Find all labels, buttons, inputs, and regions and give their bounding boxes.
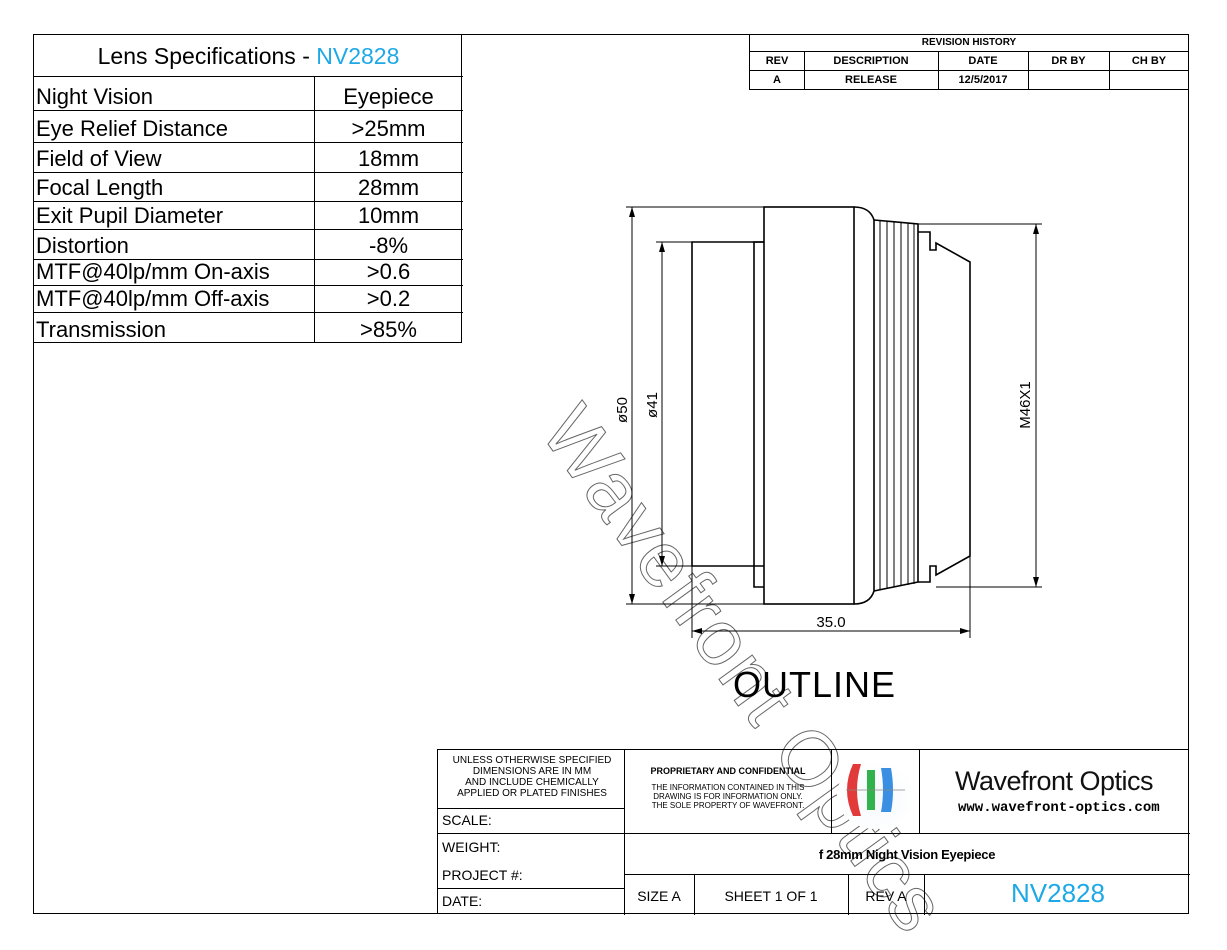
tb-line <box>694 874 695 915</box>
spec-row: Transmission >85% <box>34 313 463 343</box>
tb-proprietary-title: PROPRIETARY AND CONFIDENTIAL <box>650 766 806 776</box>
revision-col-description: DESCRIPTION <box>833 55 909 67</box>
tb-line <box>831 750 832 833</box>
spec-title: Lens Specifications - NV2828 <box>34 35 463 77</box>
tb-line <box>919 750 920 833</box>
spec-row: Distortion -8% <box>34 230 463 260</box>
spec-label: Distortion <box>36 233 129 258</box>
revision-cell-date: 12/5/2017 <box>958 74 1008 86</box>
tb-size: SIZE A <box>637 888 681 904</box>
spec-value: 10mm <box>357 203 420 228</box>
spec-label: Field of View <box>36 146 162 171</box>
tb-line <box>438 888 624 889</box>
tb-sheet: SHEET 1 OF 1 <box>724 888 818 904</box>
spec-value: 18mm <box>357 146 420 171</box>
tb-line <box>848 874 849 915</box>
outline-label: OUTLINE <box>733 664 897 705</box>
spec-label: Eye Relief Distance <box>36 116 228 141</box>
tb-line <box>438 833 1190 834</box>
tb-date: DATE: <box>442 893 483 909</box>
spec-row: Exit Pupil Diameter 10mm <box>34 202 463 230</box>
tb-scale: SCALE: <box>442 812 492 828</box>
revision-divider <box>750 70 1188 71</box>
spec-value: >0.2 <box>366 286 411 311</box>
tb-project: PROJECT #: <box>442 867 523 883</box>
spec-table: Lens Specifications - NV2828 Night Visio… <box>33 34 463 343</box>
tb-proprietary-text: THE INFORMATION CONTAINED IN THIS DRAWIN… <box>626 783 830 810</box>
spec-value: -8% <box>368 233 409 258</box>
tb-proprietary-line: DRAWING IS FOR INFORMATION ONLY. <box>653 792 803 801</box>
spec-label: Focal Length <box>36 175 164 200</box>
spec-title-text: Lens Specifications - <box>97 43 317 69</box>
revision-col-line <box>804 52 805 90</box>
revision-cell-rev: A <box>773 74 781 86</box>
spec-label: MTF@40lp/mm Off-axis <box>36 286 270 311</box>
tb-notes: UNLESS OTHERWISE SPECIFIED DIMENSIONS AR… <box>442 755 622 799</box>
revision-col-chby: CH BY <box>1131 55 1167 67</box>
tb-weight: WEIGHT: <box>442 839 501 855</box>
spec-value: Eyepiece <box>343 84 434 109</box>
brand-website: www.wavefront-optics.com <box>958 800 1160 816</box>
spec-row: Eye Relief Distance >25mm <box>34 111 463 143</box>
revision-header: REVISION HISTORY <box>750 34 1188 52</box>
tb-line <box>624 750 625 915</box>
title-block: UNLESS OTHERWISE SPECIFIED DIMENSIONS AR… <box>437 749 1190 915</box>
tb-part-title: f 28mm Night Vision Eyepiece <box>818 847 996 862</box>
spec-label: Night Vision <box>36 84 153 109</box>
tb-line <box>438 808 624 809</box>
revision-col-line <box>1028 52 1029 90</box>
spec-value: >25mm <box>351 116 426 141</box>
spec-row: MTF@40lp/mm Off-axis >0.2 <box>34 286 463 313</box>
tb-note-line: APPLIED OR PLATED FINISHES <box>457 788 607 799</box>
tb-line <box>624 874 1190 875</box>
tb-part-number: NV2828 <box>1011 878 1105 908</box>
revision-col-drby: DR BY <box>1051 55 1086 67</box>
revision-col-rev: REV <box>765 55 789 67</box>
spec-label: Transmission <box>36 317 166 342</box>
tb-note-line: AND INCLUDE CHEMICALLY <box>465 777 599 788</box>
spec-label: Exit Pupil Diameter <box>36 203 224 228</box>
tb-rev: REV A <box>865 888 907 904</box>
tb-note-line: UNLESS OTHERWISE SPECIFIED <box>452 755 612 766</box>
revision-table: REVISION HISTORY REV DESCRIPTION DATE DR… <box>749 34 1189 90</box>
revision-cell-description: RELEASE <box>845 74 897 86</box>
tb-proprietary-line: THE SOLE PROPERTY OF WAVEFRONT. <box>651 801 805 810</box>
spec-value: 28mm <box>357 175 420 200</box>
spec-code: NV2828 <box>316 43 400 69</box>
spec-row: MTF@40lp/mm On-axis >0.6 <box>34 259 463 286</box>
spec-value: >0.6 <box>366 259 411 284</box>
tb-note-line: DIMENSIONS ARE IN MM <box>472 766 592 777</box>
revision-col-line <box>1109 52 1110 90</box>
revision-col-date: DATE <box>968 55 998 67</box>
spec-row: Night Vision Eyepiece <box>34 77 463 111</box>
spec-value: >85% <box>360 317 417 342</box>
spec-divider <box>314 77 315 343</box>
tb-line <box>924 874 925 915</box>
spec-row: Field of View 18mm <box>34 143 463 173</box>
spec-row: Focal Length 28mm <box>34 173 463 202</box>
lens-logo-icon <box>837 761 913 829</box>
revision-col-line <box>938 52 939 90</box>
brand-name: Wavefront Optics <box>955 766 1154 796</box>
tb-proprietary-line: THE INFORMATION CONTAINED IN THIS <box>651 783 805 792</box>
spec-label: MTF@40lp/mm On-axis <box>36 259 270 284</box>
